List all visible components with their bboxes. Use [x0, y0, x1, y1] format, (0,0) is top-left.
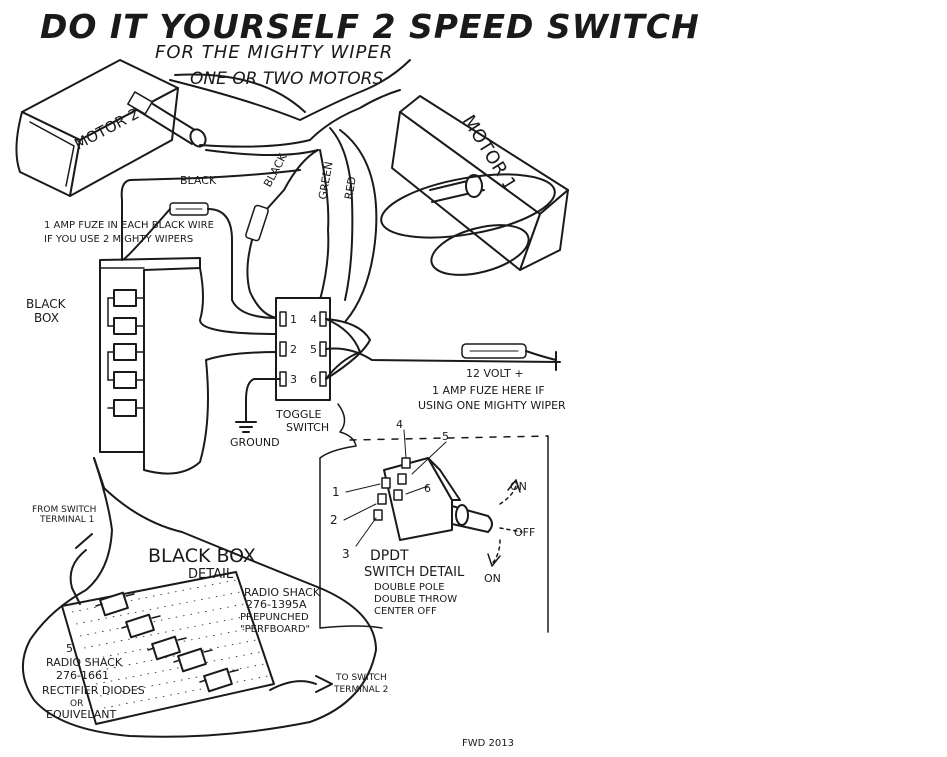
dpdt-pin-4: 4	[396, 418, 403, 431]
wire-label-black-mid: BLACK	[261, 151, 290, 190]
black-box-label-line-1: BLACK	[26, 297, 67, 311]
from-switch-line-2: TERMINAL 1	[39, 515, 94, 525]
diode-label-line-2: RADIO SHACK	[46, 656, 123, 669]
perfboard-diodes	[95, 591, 239, 693]
perfboard-label-line-4: "PERFBOARD"	[240, 624, 310, 635]
dpdt-pin-1: 1	[332, 485, 340, 499]
dpdt-desc-line-1: DOUBLE POLE	[374, 582, 445, 593]
dpdt-desc-line-2: DOUBLE THROW	[374, 594, 457, 605]
power-fuse-note-line-2: USING ONE MIGHTY WIPER	[418, 399, 566, 412]
wire-label-black-top: BLACK	[180, 174, 217, 187]
diagram-title: DO IT YOURSELF 2 SPEED SWITCH	[40, 7, 700, 46]
to-switch-line-1: TO SWITCH	[335, 673, 387, 683]
ground-label: GROUND	[230, 436, 280, 449]
from-switch-line-1: FROM SWITCH	[32, 505, 96, 515]
diagram-subtitle: FOR THE MIGHTY WIPER	[155, 42, 393, 63]
wire-label-green: GREEN	[316, 161, 335, 201]
black-box-diodes	[107, 289, 145, 417]
diagram-subtitle-2: ONE OR TWO MOTORS	[190, 69, 383, 89]
power-fuse-note-line-1: 1 AMP FUZE HERE IF	[432, 384, 545, 397]
toggle-terminal-6: 6	[310, 373, 317, 386]
perfboard-label-line-3: PREPUNCHED	[240, 612, 309, 623]
dpdt-title: DPDT	[370, 548, 409, 564]
dpdt-on-top: ON	[510, 480, 527, 493]
dpdt-subtitle: SWITCH DETAIL	[364, 565, 465, 580]
dpdt-pin-3: 3	[342, 547, 350, 561]
diode-label-line-4: RECTIFIER DIODES	[42, 684, 145, 697]
toggle-terminal-2: 2	[290, 343, 297, 356]
black-box-detail	[21, 457, 377, 738]
diode-label-line-5: OR	[70, 699, 83, 709]
dpdt-pin-5: 5	[442, 430, 449, 443]
black-box	[99, 257, 279, 475]
dpdt-on-bottom: ON	[484, 572, 501, 585]
fuse-note-line-1: 1 AMP FUZE IN EACH BLACK WIRE	[44, 220, 214, 231]
toggle-label-line-2: SWITCH	[286, 421, 329, 434]
perfboard-label-line-1: RADIO SHACK	[244, 586, 321, 599]
diode-label-line-6: EQUIVELANT	[46, 708, 117, 721]
signature: FWD 2013	[462, 738, 514, 749]
power-label: 12 VOLT +	[466, 367, 524, 380]
dpdt-off: OFF	[514, 526, 535, 539]
toggle-switch: 1 2 3 4 5 6	[275, 297, 561, 401]
ground-symbol	[235, 378, 281, 433]
toggle-terminal-4: 4	[310, 313, 317, 326]
dpdt-pin-6: 6	[424, 482, 431, 495]
toggle-terminal-5: 5	[310, 343, 317, 356]
diode-label-line-3: 276-1661	[56, 669, 109, 682]
black-box-detail-subtitle: DETAIL	[188, 567, 234, 582]
toggle-terminal-3: 3	[290, 373, 297, 386]
fuse-note-line-2: IF YOU USE 2 MIGHTY WIPERS	[44, 234, 193, 245]
black-box-label-line-2: BOX	[34, 311, 59, 325]
toggle-label-line-1: TOGGLE	[275, 408, 322, 421]
dpdt-detail-panel: 1 2 3 4 5 6 ON OFF ON	[319, 403, 549, 633]
motor-1: MOTOR 1	[380, 95, 569, 276]
diode-label-line-1: 5	[66, 642, 73, 655]
dpdt-desc-line-3: CENTER OFF	[374, 606, 437, 617]
toggle-terminal-1: 1	[290, 313, 297, 326]
black-box-detail-title: BLACK BOX	[148, 545, 256, 567]
perfboard-label-line-2: 276-1395A	[246, 598, 307, 611]
to-switch-line-2: TERMINAL 2	[333, 685, 388, 695]
power-line	[461, 343, 557, 371]
motor-2: MOTOR 2	[15, 59, 207, 197]
wire-label-red: RED	[342, 176, 359, 201]
dpdt-pin-2: 2	[330, 513, 338, 527]
